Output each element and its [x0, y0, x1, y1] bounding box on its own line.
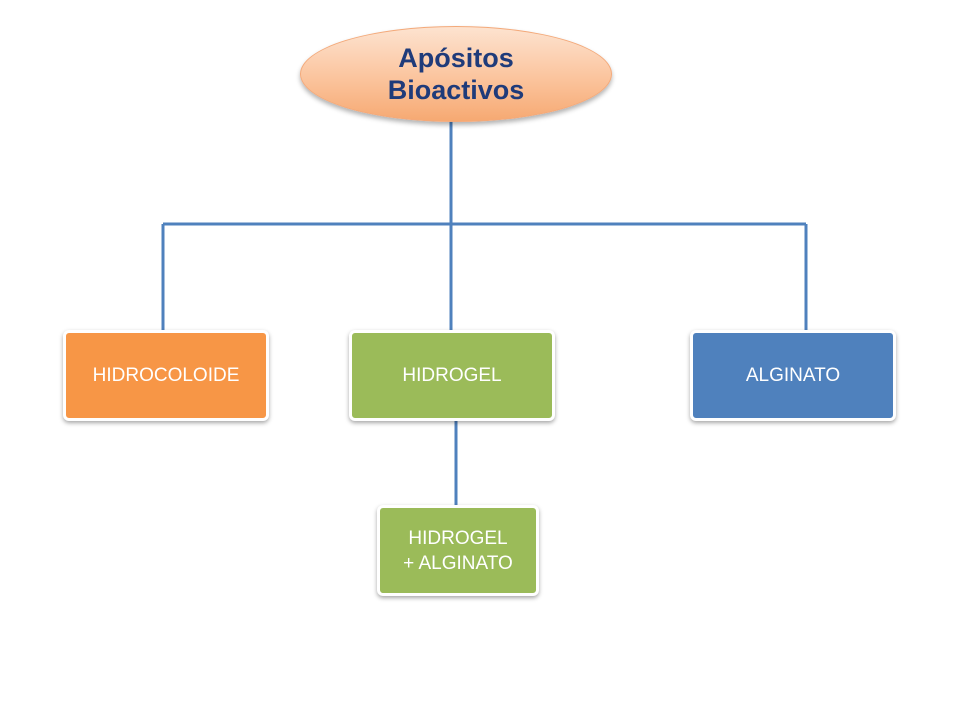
node-hidrocoloide-label: HIDROCOLOIDE: [92, 365, 240, 386]
node-hidrogel-label: HIDROGEL: [402, 365, 502, 386]
node-hidrogel: HIDROGEL: [349, 330, 555, 421]
root-node-label-line2: Bioactivos: [387, 75, 525, 105]
root-node-apositos-bioactivos: Apósitos Bioactivos: [300, 26, 612, 122]
node-alginato-label: ALGINATO: [745, 365, 841, 386]
node-hidrogel-alginato-label-line2: + ALGINATO: [403, 552, 513, 574]
node-hidrogel-alginato: HIDROGEL + ALGINATO: [377, 505, 539, 596]
node-alginato: ALGINATO: [690, 330, 896, 421]
node-hidrocoloide: HIDROCOLOIDE: [63, 330, 269, 421]
root-node-label-line1: Apósitos: [398, 43, 514, 73]
node-hidrogel-alginato-label-line1: HIDROGEL: [408, 527, 508, 549]
